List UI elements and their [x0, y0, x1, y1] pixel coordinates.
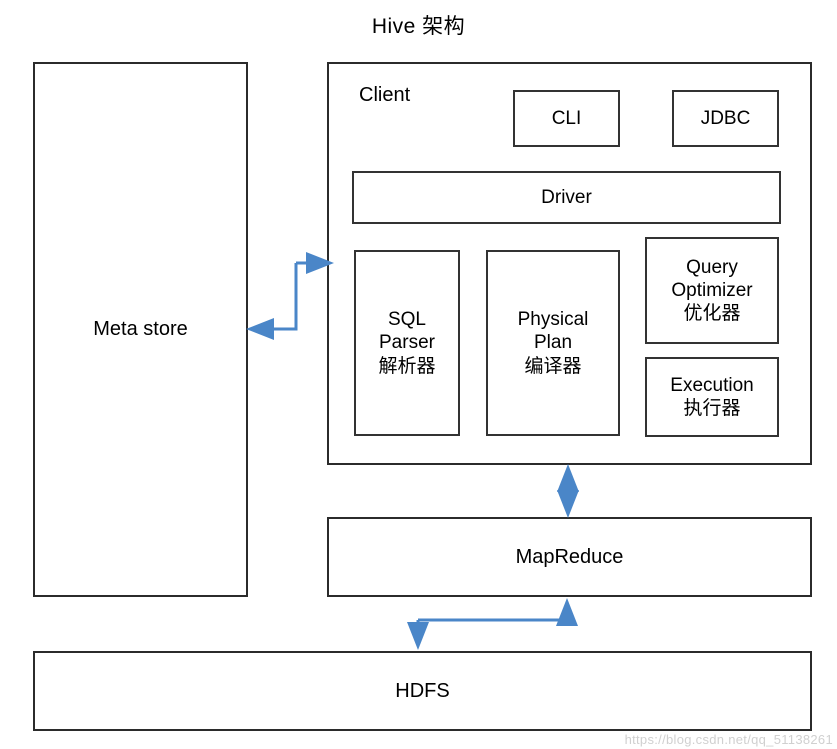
jdbc-box: JDBC [672, 90, 779, 147]
execution-box: Execution 执行器 [645, 357, 779, 437]
query-optimizer-label: Query Optimizer 优化器 [671, 256, 752, 326]
query-optimizer-line3: 优化器 [683, 303, 741, 325]
driver-box: Driver [352, 171, 781, 224]
jdbc-label: JDBC [700, 107, 751, 129]
client-label: Client [359, 84, 411, 106]
physical-plan-box: Physical Plan 编译器 [486, 250, 620, 436]
execution-line2: 执行器 [683, 398, 741, 419]
sql-parser-line1: SQL [387, 309, 426, 331]
hdfs-box: HDFS [33, 651, 812, 731]
metastore-label: Meta store [93, 318, 188, 341]
sql-parser-line3: 解析器 [378, 355, 436, 377]
cli-box: CLI [513, 90, 620, 147]
mapreduce-hdfs-connector [407, 598, 578, 650]
sql-parser-line2: Parser [379, 332, 435, 354]
driver-label: Driver [541, 186, 592, 208]
execution-line1: Execution [670, 374, 754, 396]
physical-plan-label: Physical Plan 编译器 [518, 308, 589, 378]
watermark: https://blog.csdn.net/qq_51138261 [624, 732, 833, 747]
mapreduce-box: MapReduce [327, 517, 812, 597]
metastore-box: Meta store [33, 62, 248, 597]
cli-label: CLI [551, 107, 582, 129]
execution-label: Execution 执行器 [670, 374, 753, 420]
query-optimizer-line1: Query [686, 256, 738, 278]
physical-plan-line2: Plan [533, 332, 573, 354]
mapreduce-label: MapReduce [515, 545, 624, 568]
page-title: Hive 架构 [371, 15, 466, 38]
sql-parser-label: SQL Parser 解析器 [378, 308, 435, 378]
hdfs-label: HDFS [395, 679, 450, 702]
client-mapreduce-connector [557, 464, 579, 518]
metastore-client-connector [246, 252, 334, 340]
query-optimizer-line2: Optimizer [671, 279, 753, 301]
query-optimizer-box: Query Optimizer 优化器 [645, 237, 779, 344]
physical-plan-line1: Physical [517, 309, 589, 331]
physical-plan-line3: 编译器 [524, 355, 582, 377]
sql-parser-box: SQL Parser 解析器 [354, 250, 460, 436]
